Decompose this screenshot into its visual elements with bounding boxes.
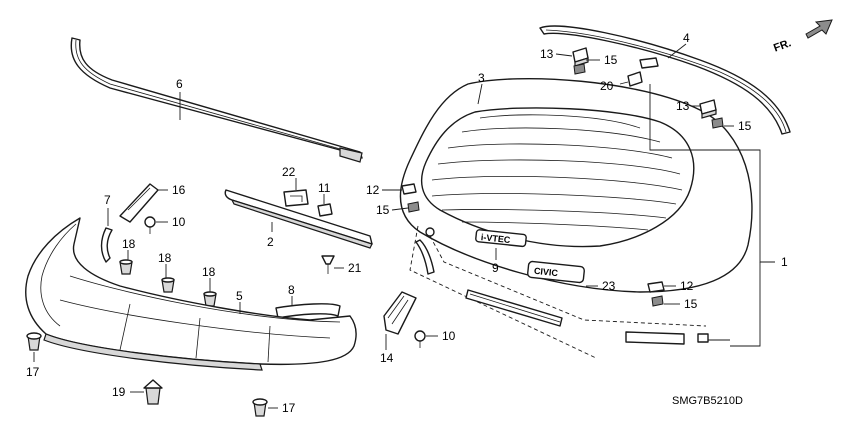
- callout-20: 20: [600, 79, 614, 93]
- part-11-clip: [317, 203, 333, 217]
- callout-19: 19: [112, 385, 126, 399]
- part-10-bolt-a: [144, 216, 156, 234]
- callout-14: 14: [380, 351, 394, 365]
- leader-20: [619, 81, 629, 85]
- callout-18-a: 18: [122, 237, 136, 251]
- leader-15c: [391, 207, 409, 211]
- callout-23: 23: [602, 279, 616, 293]
- callout-15-right: 15: [738, 119, 752, 133]
- part-13-clip-a: [572, 47, 589, 67]
- leader-3: [477, 83, 483, 105]
- leader-13a: [555, 53, 573, 57]
- part-20-clip: [627, 71, 643, 87]
- callout-13-lower: 13: [676, 99, 690, 113]
- dashed-assembly-outline: [409, 225, 707, 359]
- part-7-strip: [100, 227, 113, 263]
- callout-5: 5: [236, 289, 243, 303]
- part-15-clip-a: [573, 63, 586, 75]
- part-12-clip-a: [401, 183, 417, 195]
- part-21-screw: [321, 255, 335, 274]
- part-18-fastener-a: [119, 259, 133, 275]
- callout-18-c: 18: [202, 265, 216, 279]
- model-emblem-text: CIVIC: [533, 266, 558, 279]
- callout-21: 21: [348, 261, 362, 275]
- part-16-bracket: [119, 183, 159, 223]
- part-23-model-emblem: CIVIC: [527, 260, 585, 284]
- part-10-bolt-b: [414, 330, 426, 348]
- clip-under-spoiler: [639, 57, 659, 69]
- callout-16: 16: [172, 183, 186, 197]
- part-18-fastener-b: [161, 277, 175, 293]
- diagram-code: SMG7B5210D: [672, 395, 743, 407]
- callout-10-lower: 10: [442, 329, 456, 343]
- callout-12-upper: 12: [366, 183, 380, 197]
- leader-4: [667, 43, 687, 59]
- part-17-fastener-b: [252, 398, 268, 417]
- lower-garnish-strip: [465, 289, 563, 327]
- front-direction-label: FR.: [772, 37, 793, 54]
- front-direction-arrow: [805, 19, 833, 39]
- callout-2: 2: [267, 235, 274, 249]
- callout-18-b: 18: [158, 251, 172, 265]
- callout-15-left: 15: [376, 203, 390, 217]
- callout-numbers: 1 2 3 4 5 6 7 8 9 10 10 11 12 12 13 13 1…: [26, 31, 788, 415]
- callout-1: 1: [781, 255, 788, 269]
- callout-3: 3: [478, 71, 485, 85]
- callout-15-top: 15: [604, 53, 618, 67]
- callout-22: 22: [282, 165, 296, 179]
- callout-6: 6: [176, 77, 183, 91]
- part-5-lower-panel: [25, 217, 357, 371]
- defroster-lines: [431, 114, 683, 231]
- vtec-emblem-text: i-VTEC: [480, 232, 511, 245]
- callout-4: 4: [683, 31, 690, 45]
- part-18-fastener-c: [203, 291, 217, 307]
- callout-13-upper: 13: [540, 47, 554, 61]
- part-14-bracket: [383, 291, 417, 335]
- part-15-clip-d: [651, 295, 664, 307]
- part-13-clip-b: [699, 99, 717, 119]
- part-15-clip-b: [711, 117, 724, 129]
- part-8-strip: [275, 303, 341, 319]
- part-2-garnish: [224, 189, 373, 249]
- callout-10-upper: 10: [172, 215, 186, 229]
- lower-garnish-bar: [625, 331, 709, 345]
- callout-8: 8: [288, 283, 295, 297]
- bracket-1: [649, 84, 775, 347]
- callout-12-lower: 12: [680, 279, 694, 293]
- part-3-hatch-glass: [399, 77, 753, 293]
- callout-15-bottom: 15: [684, 297, 698, 311]
- part-9-vtec-emblem: i-VTEC: [475, 229, 527, 248]
- part-19-fastener: [143, 379, 163, 405]
- part-12-clip-b: [647, 281, 665, 293]
- callout-17-right: 17: [282, 401, 296, 415]
- callout-9: 9: [492, 261, 499, 275]
- part-4-spoiler: [539, 25, 791, 135]
- part-17-fastener-a: [26, 332, 42, 351]
- callout-11: 11: [318, 181, 331, 195]
- hinge-bracket: [415, 227, 435, 275]
- part-15-clip-c: [407, 201, 420, 213]
- part-22-bracket: [283, 189, 309, 207]
- callout-17-left: 17: [26, 365, 40, 379]
- callout-7: 7: [104, 193, 111, 207]
- part-6-weatherstrip: [70, 37, 363, 163]
